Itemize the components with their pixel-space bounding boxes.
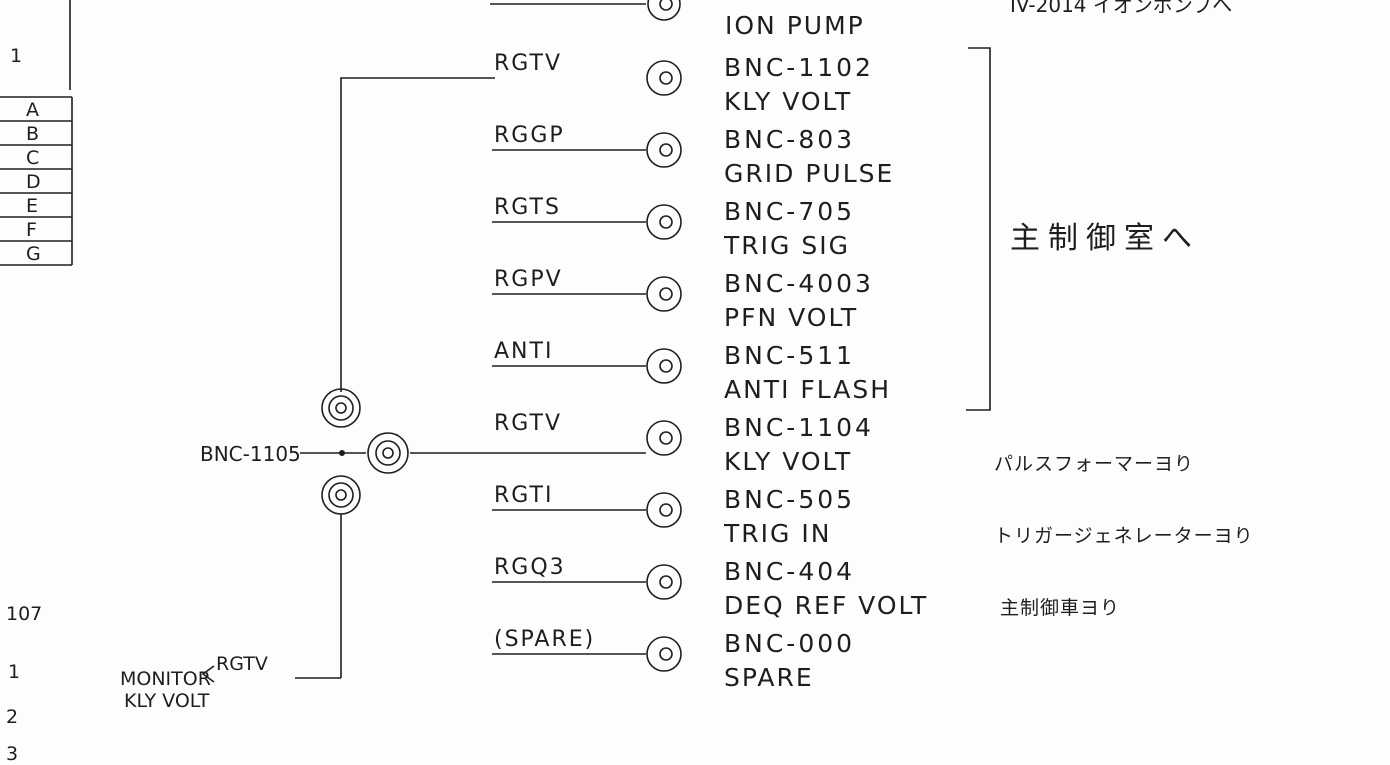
channel-bnc: BNC-000 [724,629,855,658]
channel-bnc: BNC-404 [724,557,855,586]
monitor-desc: KLY VOLT [124,690,210,712]
left-table-row-label: C [26,147,39,169]
bnc-connector-icon [646,276,682,312]
channel-signal: (SPARE) [494,627,595,652]
left-lower-labels: 107 1 2 3 [6,603,42,765]
channel-bnc: BNC-505 [724,485,855,514]
left-lower-item: 2 [6,706,18,728]
channel-desc: KLY VOLT [724,87,852,116]
bnc-connector-icon [646,132,682,168]
left-lower-label: 107 [6,603,42,625]
top-desc: ION PUMP [725,11,865,40]
top-right-note: IV-2014 イオンポンプへ [1010,0,1232,17]
tee-top-branch [340,77,495,392]
channel-desc: GRID PULSE [724,159,894,188]
channel-desc: TRIG SIG [723,231,850,260]
channel-desc: DEQ REF VOLT [724,591,928,620]
tee-top-connector-icon [321,388,361,428]
left-lower-item: 1 [8,661,20,683]
top-bnc-connector-icon [647,0,681,21]
tee-junction-dot [339,450,345,456]
bnc-connector-icon [646,60,682,96]
channel-bnc: BNC-4003 [724,269,874,298]
left-table-row-label: E [26,195,38,217]
left-table-row-label: G [26,243,41,265]
channel-signal: RGGP [494,123,565,148]
monitor-signal: RGTV [216,653,268,675]
monitor-arrow-icon [201,665,215,683]
channel-desc: KLY VOLT [724,447,852,476]
channel-signal: RGTV [494,411,562,436]
channel-desc: ANTI FLASH [724,375,891,404]
bnc-connector-icon [646,348,682,384]
channel-signal: RGPV [494,267,563,292]
channel-bnc: BNC-803 [724,125,855,154]
bracket-note: 主制御室へ [1010,221,1200,256]
tee-wiring: BNC-1105 [200,77,646,679]
channel-desc: SPARE [724,663,814,692]
left-table-header: 1 [10,45,22,67]
channel-bnc: BNC-1102 [724,53,874,82]
channel-signal: RGTV [494,51,562,76]
channel-desc: PFN VOLT [724,303,858,332]
tee-right-connector-icon [367,432,409,474]
note-main-control: 主制御車ヨり [1000,597,1120,619]
bnc-connector-icon [646,636,682,672]
note-pulse-former: パルスフォーマーヨり [994,453,1194,475]
monitor-label: MONITOR [120,668,211,690]
monitor-output: MONITOR RGTV KLY VOLT [120,653,268,712]
tee-label: BNC-1105 [200,442,301,466]
channel-signal: RGTS [494,195,561,220]
bracket: 主制御室へ [966,47,1200,411]
bnc-connector-icon [646,492,682,528]
channel-bnc: BNC-1104 [724,413,874,442]
left-lower-item: 3 [6,743,18,765]
note-trigger-generator: トリガージェネレーターヨり [994,525,1254,547]
channel-desc: TRIG IN [723,519,831,548]
left-table-row-label: A [26,99,39,121]
channel-signal: ANTI [494,339,553,364]
bnc-connector-icon [646,420,682,456]
channel-signal: RGTI [494,483,553,508]
left-table-row-label: F [26,219,37,241]
channel-signal: RGQ3 [494,555,566,580]
bnc-connector-icon [646,564,682,600]
channel-bnc: BNC-705 [724,197,855,226]
left-table-row-label: D [26,171,41,193]
top-partial-channel: ION PUMP IV-2014 イオンポンプへ [490,0,1232,40]
bnc-connector-icon [646,204,682,240]
tee-bottom-connector-icon [321,475,361,515]
channel-bnc: BNC-511 [724,341,855,370]
left-table-row-label: B [26,123,39,145]
